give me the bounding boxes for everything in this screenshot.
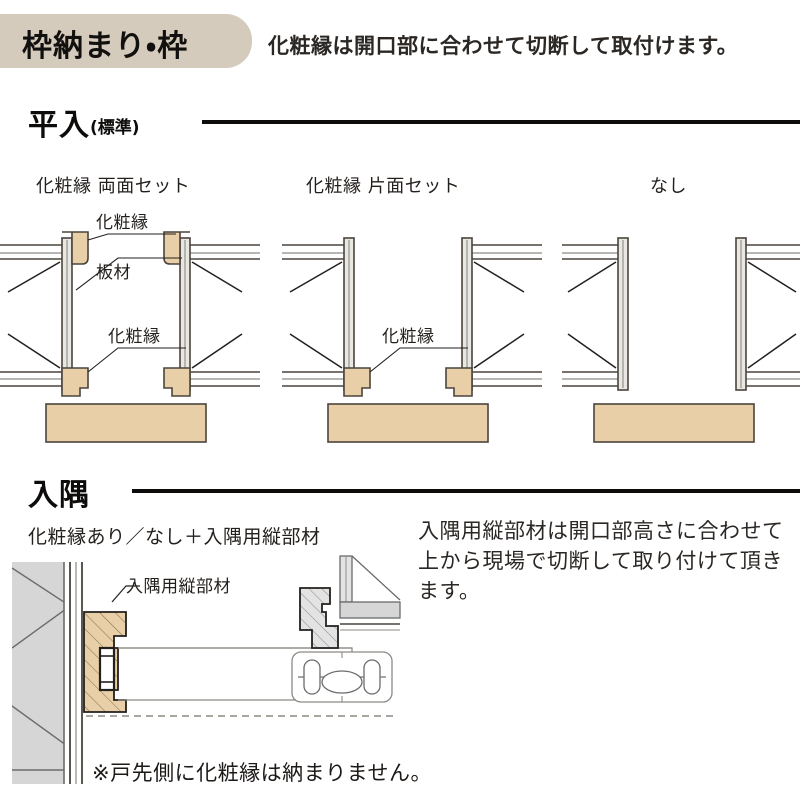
section-title-hirairi: 平入(標準) xyxy=(28,100,140,144)
wall-band-lower-right-c1 xyxy=(190,333,260,387)
trim-bottom-right-c2 xyxy=(445,367,473,397)
wall-band-lower-left-c3 xyxy=(562,333,618,387)
sill-bar-c3 xyxy=(593,403,755,443)
trim-bottom-left-c1 xyxy=(61,367,89,397)
trim-top-left-c1 xyxy=(62,231,89,265)
section-header-hirairi: 平入(標準) xyxy=(28,100,800,146)
page-title: 枠納まり・枠 xyxy=(22,29,189,64)
strike-plate xyxy=(291,651,393,703)
callout-trim-top-c1: 化粧縁 xyxy=(96,213,149,233)
screw-slot-right xyxy=(363,659,381,695)
leader-trim-top-c1 xyxy=(87,233,176,241)
paragraph-line-1: 上から現場で切断して取り付けて頂き xyxy=(418,549,783,573)
trim-bottom-right-c1 xyxy=(163,367,191,397)
board-right-c1 xyxy=(179,237,191,391)
wall-chevron-hatch xyxy=(12,567,64,771)
sill-bar-c1 xyxy=(45,403,207,443)
board-left-c1 xyxy=(61,237,73,391)
column-caption-2: なし xyxy=(650,176,687,197)
latch-detail xyxy=(98,646,116,692)
wall-band-upper-right-c1 xyxy=(190,244,260,293)
wall-band-lower-right-c2 xyxy=(472,333,542,387)
section-title-text: 平入 xyxy=(28,108,90,143)
header-badge xyxy=(0,14,252,68)
wall-block xyxy=(12,562,83,784)
callout-board-c1: 板材 xyxy=(96,263,131,283)
column-caption-1: 化粧縁 片面セット xyxy=(306,176,461,197)
section-title-irisumi: 入隅 xyxy=(28,478,90,513)
section-subtitle-text: (標準) xyxy=(90,118,140,138)
header-note: 化粧縁は開口部に合わせて切断して取付けます。 xyxy=(268,34,739,58)
paragraph-line-2: ます。 xyxy=(418,579,481,603)
wall-band-lower-right-c3 xyxy=(746,333,800,387)
callout-trim-bottom-c1: 化粧縁 xyxy=(108,327,161,347)
callout-corner-member: 入隅用縦部材 xyxy=(126,577,231,597)
trim-top-right-c1 xyxy=(163,231,190,265)
drawing-none xyxy=(562,237,800,443)
wall-band-upper-left-c2 xyxy=(282,244,344,293)
paragraph-line-0: 入隅用縦部材は開口部高さに合わせて xyxy=(418,519,784,543)
board-right-c2 xyxy=(461,237,473,391)
section-rule-irisumi xyxy=(132,489,800,493)
wall-band-lower-left-c1 xyxy=(0,333,62,387)
column-caption-0: 化粧縁 両面セット xyxy=(36,176,191,197)
profile-detail-upper-right xyxy=(299,555,401,649)
sill-bar-c2 xyxy=(327,403,489,443)
wall-band-lower-left-c2 xyxy=(282,333,344,387)
callout-trim-bottom-c2: 化粧縁 xyxy=(382,327,435,347)
board-left-c3 xyxy=(617,237,629,391)
irisumi-paragraph: 入隅用縦部材は開口部高さに合わせて 上から現場で切断して取り付けて頂き ます。 xyxy=(418,516,790,606)
wall-band-upper-right-c3 xyxy=(746,244,800,293)
door-panel-outline xyxy=(118,647,353,701)
board-right-c3 xyxy=(735,237,747,391)
section-rule-hirairi xyxy=(202,120,800,124)
leader-trim-bottom-c2 xyxy=(369,347,468,373)
corner-vertical-member xyxy=(83,611,127,713)
screw-slot-left xyxy=(303,659,321,695)
trim-bottom-left-c2 xyxy=(343,367,371,397)
wall-band-upper-left-c3 xyxy=(562,244,618,293)
page-header: 枠納まり・枠 化粧縁は開口部に合わせて切断して取付けます。 xyxy=(0,14,800,68)
wall-band-upper-left-c1 xyxy=(0,244,62,293)
section-header-irisumi: 入隅 xyxy=(28,470,800,516)
caption-irisumi: 化粧縁あり／なし＋入隅用縦部材 xyxy=(28,526,321,548)
leader-trim-bottom-c1 xyxy=(87,347,186,373)
board-left-c2 xyxy=(343,237,355,391)
latch-hole xyxy=(321,670,363,694)
footnote: ※戸先側に化粧縁は納まりません。 xyxy=(92,761,432,785)
wall-band-upper-right-c2 xyxy=(472,244,542,293)
